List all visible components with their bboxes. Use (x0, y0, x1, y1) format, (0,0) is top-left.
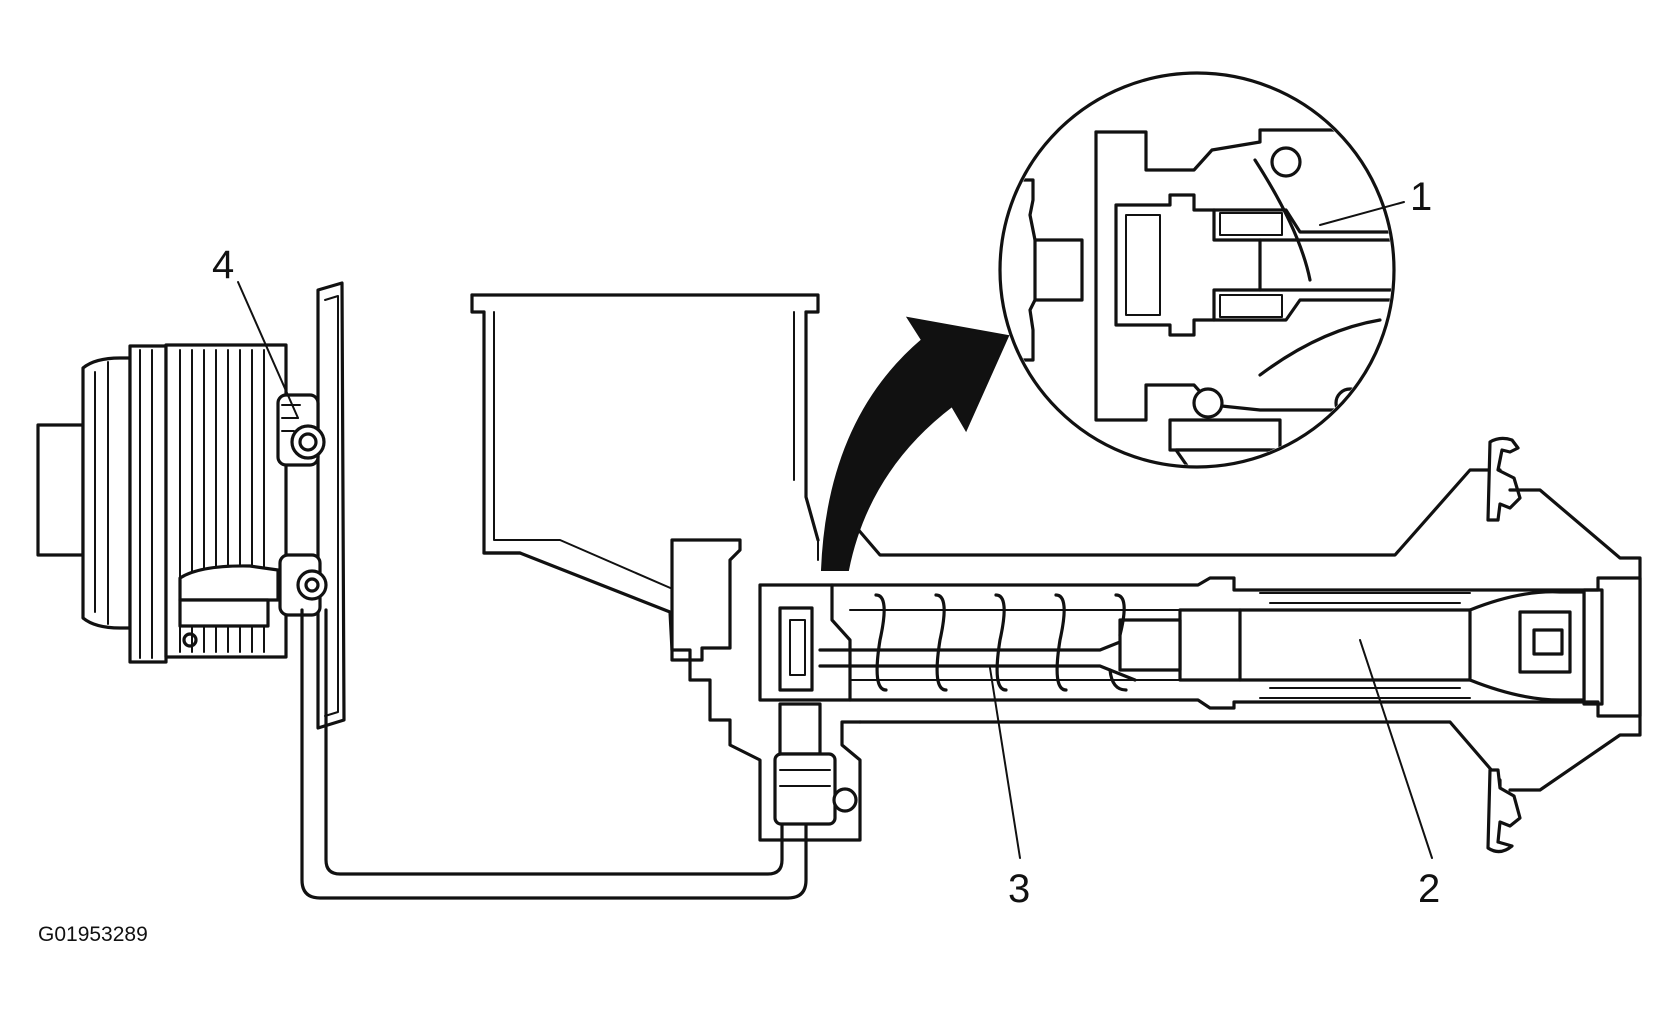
reservoir (470, 293, 820, 652)
pressure-rod (818, 636, 1132, 652)
bore-assembly (818, 576, 1600, 710)
callout-3: 3 (1008, 867, 1030, 911)
pump-bracket (178, 564, 280, 602)
detail-circle (998, 71, 1396, 469)
housing-lower-line (858, 720, 1502, 792)
hose-outer-line (300, 608, 808, 900)
leader-1 (1319, 201, 1405, 226)
pump-return-fitting (278, 553, 328, 617)
spring-coils (874, 593, 1128, 692)
housing-end-cap (1596, 576, 1642, 718)
end-clamp-lower (1486, 768, 1522, 854)
valve-body (670, 538, 862, 842)
pump-bracket-base (178, 598, 270, 628)
pump-mounting-plate (316, 281, 346, 730)
detail-magnifier (998, 71, 1396, 469)
valve-upper-fitting (670, 538, 742, 662)
pulley-body (128, 344, 168, 664)
piston-head (1178, 608, 1242, 682)
pump-shaft-stub (36, 423, 85, 557)
rack-shaft (1238, 608, 1472, 682)
housing-upper-line (848, 468, 1502, 557)
callout-2: 2 (1418, 867, 1440, 911)
callout-4: 4 (212, 243, 234, 287)
end-clamp-upper (1486, 436, 1522, 522)
detail-arrow (820, 316, 1010, 571)
pump-outlet-fitting (276, 393, 326, 467)
leader-3 (989, 667, 1021, 859)
pump-assembly (36, 281, 346, 730)
leader-4 (237, 281, 299, 419)
figure-id: G01953289 (38, 923, 148, 946)
leader-2 (1359, 639, 1433, 859)
hose-inner-line (324, 608, 784, 876)
pulley-outer-rim (81, 356, 132, 630)
callout-1: 1 (1410, 175, 1432, 219)
valve-lower-fitting (773, 702, 858, 826)
